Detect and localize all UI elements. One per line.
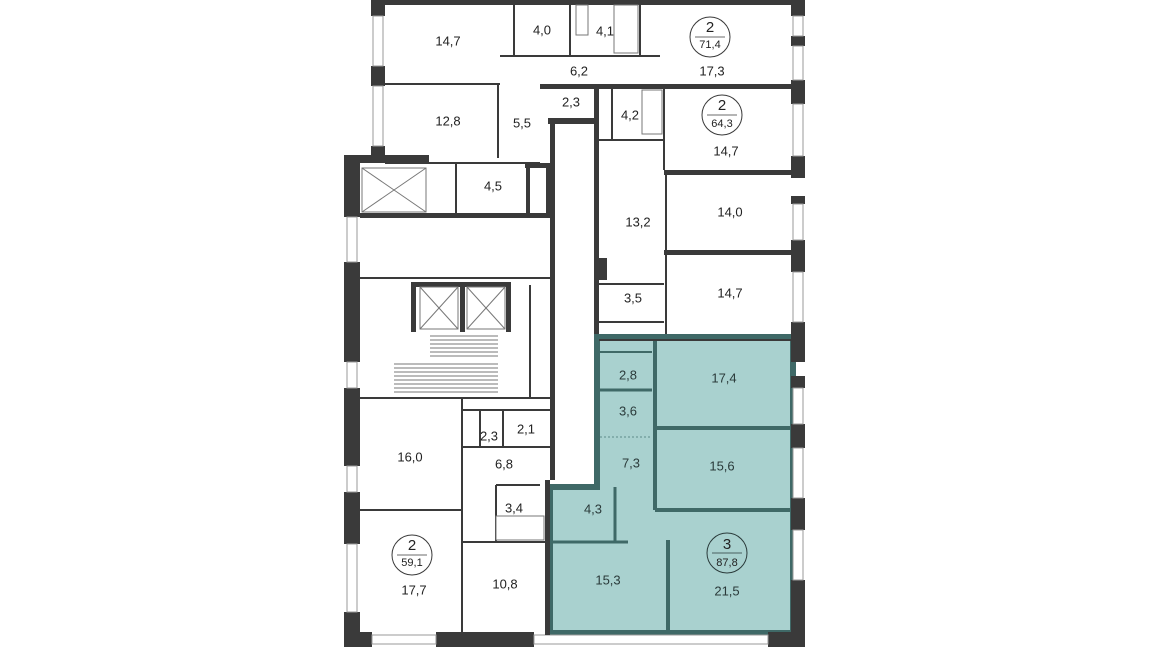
room-area: 2,3 bbox=[480, 428, 498, 443]
room-area: 7,3 bbox=[622, 455, 640, 470]
room-area: 4,1 bbox=[596, 23, 614, 38]
room-area: 2,8 bbox=[619, 367, 637, 382]
room-area: 15,3 bbox=[595, 572, 620, 587]
apartment-3-highlight[interactable] bbox=[547, 334, 796, 636]
apartment-rooms: 2 bbox=[408, 537, 416, 554]
room-area: 2,3 bbox=[562, 94, 580, 109]
core bbox=[361, 4, 663, 541]
stairs bbox=[394, 335, 498, 393]
outer-walls bbox=[344, 0, 805, 647]
room-area: 10,8 bbox=[492, 576, 517, 591]
room-area: 4,5 bbox=[484, 178, 502, 193]
apartment-area: 64,3 bbox=[711, 118, 732, 130]
room-area: 14,7 bbox=[713, 143, 738, 158]
room-area: 21,5 bbox=[714, 583, 739, 598]
room-area: 13,2 bbox=[625, 214, 650, 229]
room-area: 3,5 bbox=[624, 290, 642, 305]
room-area: 4,2 bbox=[621, 107, 639, 122]
room-area: 3,6 bbox=[619, 403, 637, 418]
apartment-badge-1[interactable]: 2 71,4 bbox=[689, 16, 731, 58]
apartment-badge-3[interactable]: 2 59,1 bbox=[391, 534, 433, 576]
room-area: 3,4 bbox=[505, 500, 523, 515]
room-area: 6,8 bbox=[495, 456, 513, 471]
room-area: 6,2 bbox=[570, 63, 588, 78]
room-area: 16,0 bbox=[397, 449, 422, 464]
room-area: 15,6 bbox=[709, 458, 734, 473]
room-area: 12,8 bbox=[435, 113, 460, 128]
room-area: 5,5 bbox=[513, 115, 531, 130]
apartment-rooms: 2 bbox=[706, 19, 714, 36]
room-area: 17,3 bbox=[699, 63, 724, 78]
room-area: 2,1 bbox=[517, 421, 535, 436]
apartment-area: 59,1 bbox=[401, 557, 422, 569]
apartment-badge-4[interactable]: 3 87,8 bbox=[706, 532, 748, 574]
windows bbox=[346, 15, 804, 645]
apartment-badge-2[interactable]: 2 64,3 bbox=[701, 94, 743, 136]
interior-walls bbox=[360, 4, 793, 635]
room-area: 14,7 bbox=[435, 33, 460, 48]
apartment-area: 71,4 bbox=[699, 39, 720, 51]
room-area: 17,4 bbox=[711, 370, 736, 385]
room-area: 14,7 bbox=[717, 285, 742, 300]
room-area: 17,7 bbox=[401, 582, 426, 597]
apartment-rooms: 3 bbox=[723, 536, 731, 553]
apartment-rooms: 2 bbox=[718, 97, 726, 114]
room-area: 14,0 bbox=[717, 204, 742, 219]
room-area: 4,0 bbox=[533, 22, 551, 37]
room-labels: 14,7 4,0 4,1 6,2 17,3 12,8 5,5 2,3 4,2 1… bbox=[397, 22, 742, 598]
room-area: 4,3 bbox=[584, 501, 602, 516]
apartment-area: 87,8 bbox=[716, 557, 737, 569]
